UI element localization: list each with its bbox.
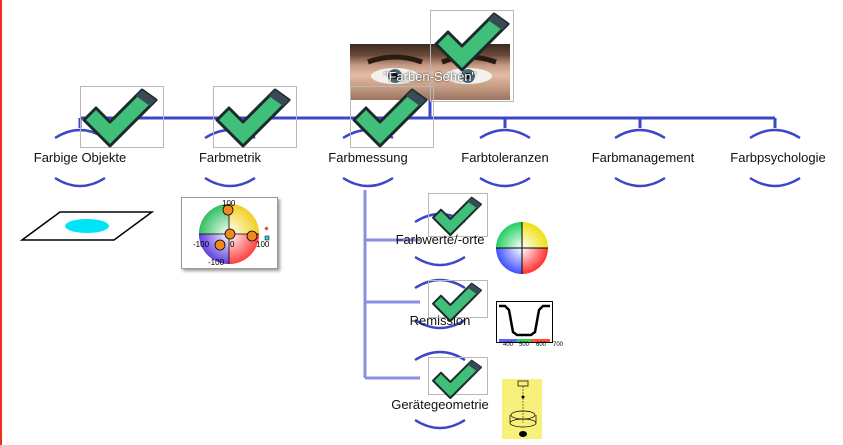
checkmark-icon — [434, 12, 510, 72]
node-farbwerte-orte: Farbwerte/-orte — [395, 232, 485, 247]
checkmark-icon — [352, 88, 428, 148]
checkmark-icon — [432, 359, 482, 399]
color-wheel-illustration — [496, 222, 548, 274]
node-farbige-objekte: Farbige Objekte — [33, 150, 127, 165]
lab-color-space-panel: 100 -100 0 100 -100 — [181, 197, 278, 269]
measurement-geometry-panel — [502, 379, 542, 439]
remission-tick: 500 — [519, 342, 530, 348]
lab-color-wheel — [199, 204, 270, 264]
node-farbtoleranzen: Farbtoleranzen — [461, 150, 549, 165]
checkmark-icon — [432, 196, 482, 236]
checkmark-icon — [215, 88, 291, 148]
measurement-geometry-illustration — [509, 380, 537, 437]
node-farbmetrik: Farbmetrik — [198, 150, 262, 165]
colored-object-illustration — [20, 211, 155, 241]
checkbox-frame — [213, 86, 297, 148]
checkbox-frame — [430, 10, 514, 102]
remission-curve-panel — [496, 301, 553, 343]
checkbox-frame — [350, 86, 434, 148]
lab-tick-right: 100 — [256, 240, 270, 249]
remission-tick: 400 — [503, 342, 514, 348]
checkbox-frame — [428, 357, 488, 395]
checkbox-frame — [428, 193, 488, 237]
left-accent-bar — [0, 0, 2, 445]
lab-tick-top: 100 — [222, 199, 236, 208]
checkbox-frame — [428, 280, 488, 318]
checkmark-icon — [432, 282, 482, 322]
lab-tick-bottom: -100 — [208, 258, 225, 267]
checkmark-icon — [82, 88, 158, 148]
node-farbmanagement: Farbmanagement — [591, 150, 695, 165]
remission-tick: 700 — [553, 342, 564, 348]
checkbox-frame — [80, 86, 164, 148]
node-arcs — [54, 128, 801, 430]
node-farbpsychologie: Farbpsychologie — [730, 150, 826, 165]
node-farbmessung: Farbmessung — [328, 150, 408, 165]
lab-tick-zero: 0 — [230, 240, 235, 249]
remission-tick: 600 — [536, 342, 547, 348]
lab-tick-left: -100 — [193, 240, 210, 249]
remission-curve — [499, 304, 550, 342]
node-geraetegeometrie: Gerätegeometrie — [391, 397, 489, 412]
